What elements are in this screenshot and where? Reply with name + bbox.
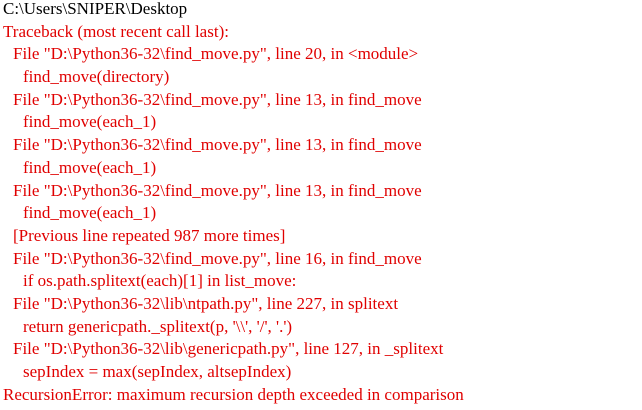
traceback-file-line: File "D:\Python36-32\find_move.py", line…: [13, 44, 419, 64]
working-directory-line: C:\Users\SNIPER\Desktop: [3, 0, 188, 18]
traceback-code-line: if os.path.splitext(each)[1] in list_mov…: [23, 271, 297, 291]
traceback-code-line: find_move(each_1): [23, 157, 157, 177]
traceback-file-line: File "D:\Python36-32\find_move.py", line…: [13, 89, 422, 109]
traceback-file-line: File "D:\Python36-32\lib\genericpath.py"…: [13, 339, 444, 359]
error-message-line: RecursionError: maximum recursion depth …: [3, 384, 464, 404]
traceback-code-line: return genericpath._splitext(p, '\\', '/…: [23, 316, 293, 336]
traceback-file-line: File "D:\Python36-32\find_move.py", line…: [13, 180, 422, 200]
traceback-repeat-note: [Previous line repeated 987 more times]: [13, 225, 286, 245]
traceback-file-line: File "D:\Python36-32\lib\ntpath.py", lin…: [13, 293, 399, 313]
traceback-file-line: File "D:\Python36-32\find_move.py", line…: [13, 248, 422, 268]
traceback-code-line: find_move(directory): [23, 67, 170, 87]
traceback-code-line: sepIndex = max(sepIndex, altsepIndex): [23, 362, 292, 381]
traceback-header: Traceback (most recent call last):: [3, 21, 229, 41]
traceback-code-line: find_move(each_1): [23, 112, 157, 132]
traceback-code-line: find_move(each_1): [23, 203, 157, 223]
console-output: C:\Users\SNIPER\Desktop Traceback (most …: [3, 0, 639, 410]
traceback-file-line: File "D:\Python36-32\find_move.py", line…: [13, 135, 422, 155]
